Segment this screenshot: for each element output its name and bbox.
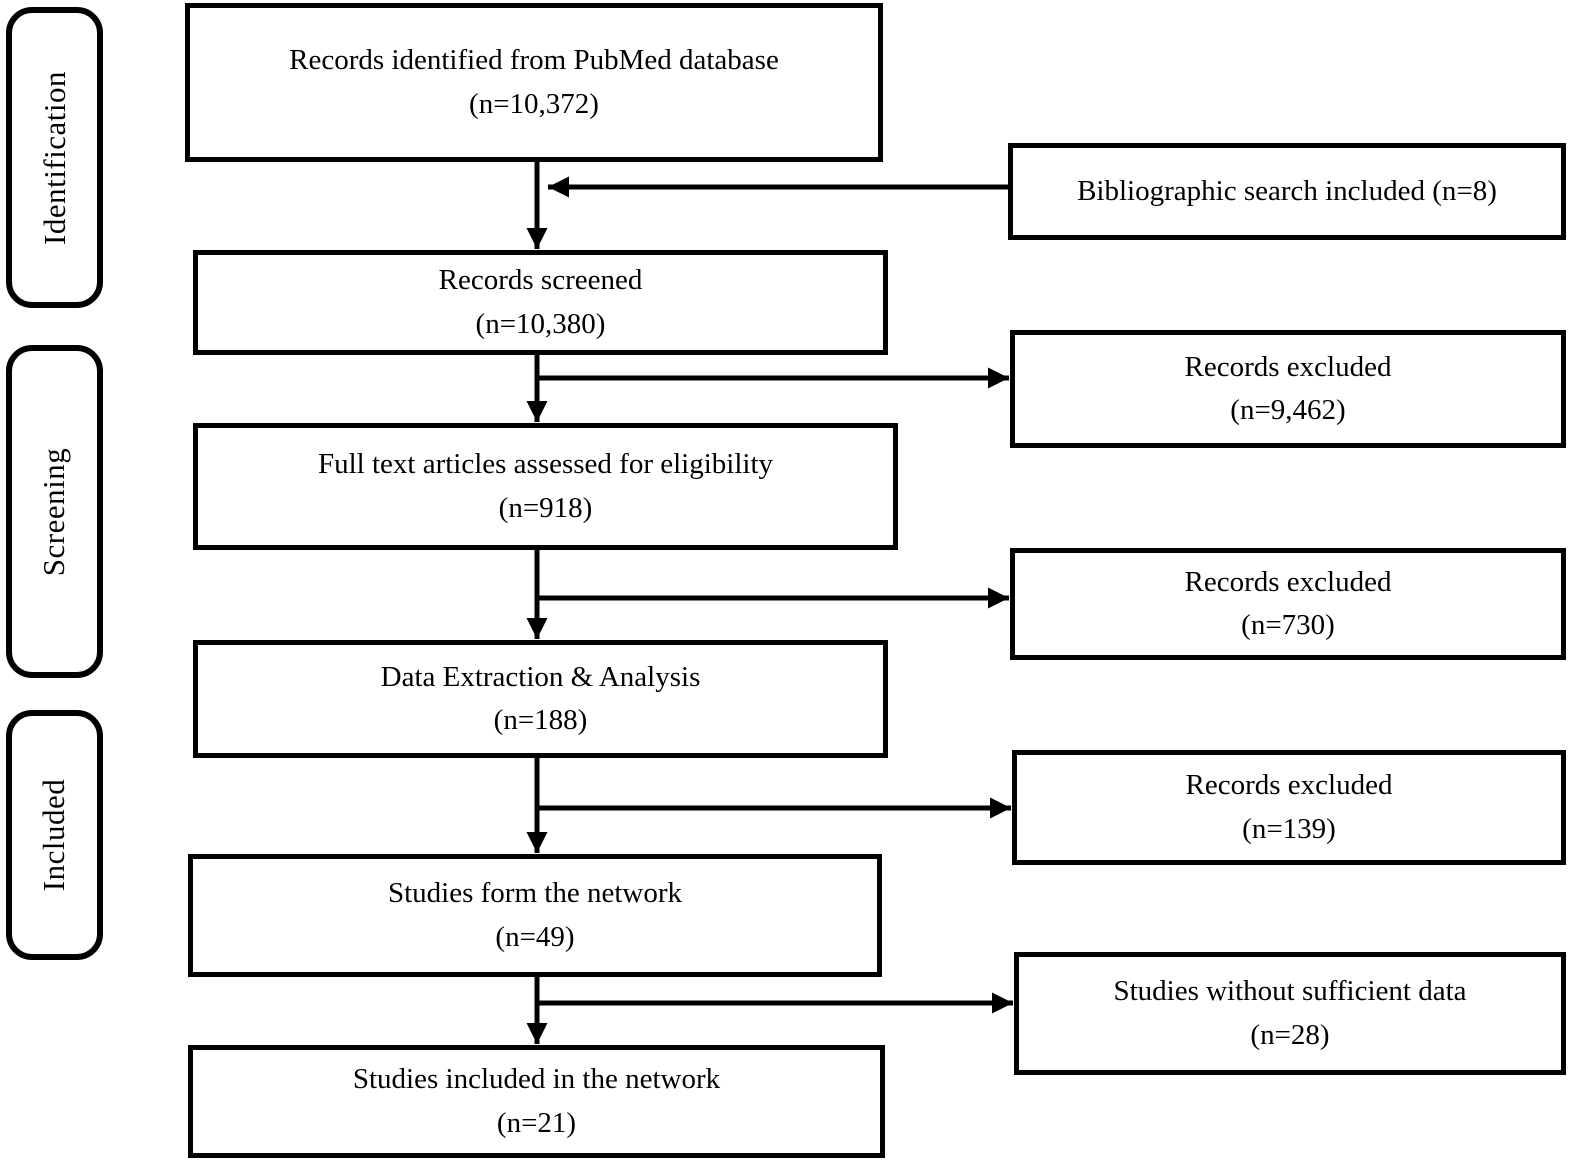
stage-box-included: Included (6, 710, 103, 960)
box-bibliographic-search: Bibliographic search included (n=8) (1008, 143, 1566, 240)
stage-label-included: Included (36, 778, 72, 892)
box-records-identified-text: Records identified from PubMed database (289, 44, 779, 76)
box-studies-included-network-count: (n=21) (496, 1106, 577, 1139)
box-records-screened: Records screened (n=10,380) (193, 250, 888, 355)
box-records-excluded-730-count: (n=730) (1241, 609, 1335, 641)
box-studies-form-network: Studies form the network (n=49) (188, 854, 882, 977)
box-studies-without-sufficient-data-text: Studies without sufficient data (1113, 975, 1467, 1007)
box-studies-without-sufficient-data-count: (n=28) (1250, 1018, 1330, 1051)
box-data-extraction-analysis-text: Data Extraction & Analysis (380, 660, 701, 693)
box-records-excluded-730-text: Records excluded (1184, 565, 1392, 598)
box-records-excluded-9462-count: (n=9,462) (1230, 394, 1346, 426)
box-data-extraction-analysis-count: (n=188) (493, 704, 588, 736)
box-records-identified-count: (n=10,372) (469, 87, 599, 120)
box-records-screened-text: Records screened (438, 264, 643, 296)
box-records-excluded-9462-text: Records excluded (1184, 350, 1392, 383)
box-records-excluded-139-count: (n=139) (1242, 812, 1336, 845)
stage-box-identification: Identification (6, 7, 103, 308)
box-records-screened-count: (n=10,380) (475, 307, 606, 340)
box-bibliographic-search-text: Bibliographic search included (n=8) (1077, 174, 1497, 207)
box-studies-included-network-text: Studies included in the network (352, 1063, 721, 1095)
box-full-text-assessed: Full text articles assessed for eligibil… (193, 423, 898, 550)
box-records-identified: Records identified from PubMed database … (185, 3, 883, 162)
stage-label-screening: Screening (36, 447, 72, 576)
box-records-excluded-139: Records excluded (n=139) (1012, 750, 1566, 865)
box-full-text-assessed-count: (n=918) (498, 491, 593, 524)
box-records-excluded-730: Records excluded (n=730) (1010, 548, 1566, 660)
box-records-excluded-9462: Records excluded (n=9,462) (1010, 330, 1566, 448)
box-data-extraction-analysis: Data Extraction & Analysis (n=188) (193, 640, 888, 758)
box-studies-form-network-count: (n=49) (495, 920, 575, 953)
stage-label-identification: Identification (36, 70, 72, 245)
stage-box-screening: Screening (6, 345, 103, 678)
box-studies-without-sufficient-data: Studies without sufficient data (n=28) (1014, 952, 1566, 1075)
box-records-excluded-139-text: Records excluded (1185, 769, 1393, 801)
box-studies-included-network: Studies included in the network (n=21) (188, 1045, 885, 1158)
box-studies-form-network-text: Studies form the network (388, 877, 682, 909)
box-full-text-assessed-text: Full text articles assessed for eligibil… (317, 448, 774, 480)
